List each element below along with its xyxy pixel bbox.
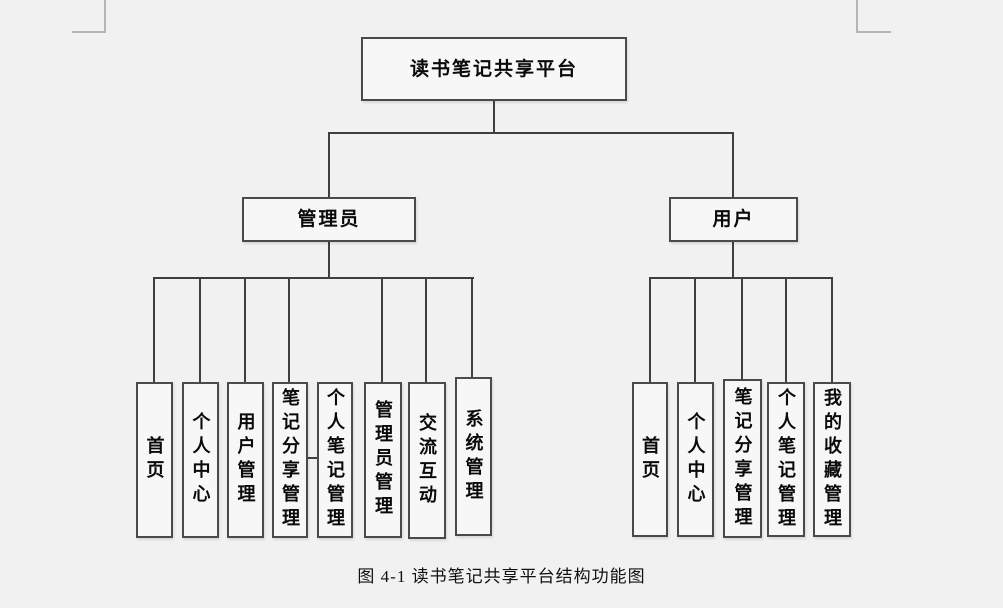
connector-user-drop-5 — [831, 277, 833, 382]
connector-admin-drop-2 — [199, 277, 201, 382]
connector-user-drop-3 — [741, 277, 743, 379]
node-admin-home: 首页 — [136, 382, 173, 538]
connector-level1-bar — [328, 132, 734, 134]
margin-mark-top-left-vertical — [104, 0, 106, 33]
connector-user-drop-2 — [694, 277, 696, 382]
node-label: 管理员管理 — [373, 400, 393, 520]
node-label: 笔记分享管理 — [280, 388, 300, 532]
connector-user-drop-1 — [649, 277, 651, 382]
node-label: 个人笔记管理 — [325, 388, 345, 532]
node-admin-system-mgmt: 系统管理 — [455, 377, 492, 536]
margin-mark-top-left-horizontal — [72, 31, 106, 33]
connector-admin-bar — [153, 277, 474, 279]
connector-admin-stem — [328, 242, 330, 278]
node-label: 首页 — [144, 436, 165, 484]
node-admin-admin-mgmt: 管理员管理 — [364, 382, 402, 538]
node-admin-user-mgmt: 用户管理 — [227, 382, 264, 538]
node-label: 用户管理 — [235, 412, 256, 508]
node-user-personal-center: 个人中心 — [677, 382, 714, 537]
connector-user-stem — [732, 242, 734, 278]
connector-admin-drop-7 — [425, 277, 427, 382]
node-admin: 管理员 — [242, 197, 416, 242]
connector-admin-drop-3 — [244, 277, 246, 382]
node-user-note-share-mgmt: 笔记分享管理 — [723, 379, 762, 538]
connector-admin-drop-1 — [153, 277, 155, 382]
node-admin-personal-note-mgmt: 个人笔记管理 — [317, 382, 353, 538]
node-root-platform: 读书笔记共享平台 — [361, 37, 627, 101]
node-label: 个人中心 — [190, 412, 211, 508]
margin-mark-top-right-vertical — [856, 0, 858, 33]
node-label: 个人笔记管理 — [776, 387, 796, 532]
node-admin-personal-center: 个人中心 — [182, 382, 219, 538]
connector-root-stem — [493, 101, 495, 133]
connector-admin-drop-6 — [381, 277, 383, 382]
margin-mark-top-right-horizontal — [856, 31, 891, 33]
node-label: 我的收藏管理 — [822, 387, 842, 532]
connector-admin-drop-4 — [288, 277, 290, 382]
node-user-favorites-mgmt: 我的收藏管理 — [813, 382, 851, 537]
node-admin-note-share-mgmt: 笔记分享管理 — [272, 382, 308, 538]
node-label: 系统管理 — [463, 408, 484, 505]
connector-admin-drop-8 — [471, 277, 473, 377]
node-admin-interaction: 交流互动 — [408, 382, 446, 539]
node-label: 首页 — [640, 435, 660, 484]
node-label: 个人中心 — [685, 411, 706, 508]
node-label: 交流互动 — [417, 412, 437, 509]
connector-admin-side-tick-5 — [306, 457, 318, 459]
node-user-home: 首页 — [632, 382, 668, 537]
node-user-personal-note-mgmt: 个人笔记管理 — [767, 382, 805, 537]
connector-user-top — [732, 132, 734, 197]
node-user: 用户 — [669, 197, 798, 242]
node-label: 笔记分享管理 — [732, 386, 753, 531]
connector-user-drop-4 — [785, 277, 787, 382]
figure-caption: 图 4-1 读书笔记共享平台结构功能图 — [357, 567, 646, 586]
connector-admin-top — [328, 132, 330, 197]
